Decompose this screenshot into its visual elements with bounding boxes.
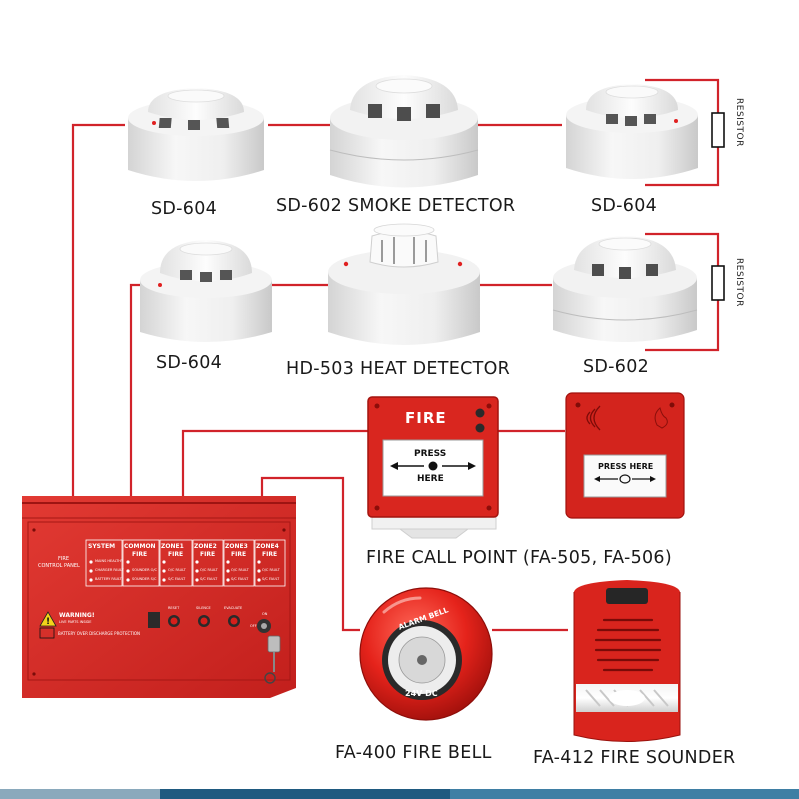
panel-col-zone4: ZONE4 [256, 543, 279, 550]
panel-title-line2: CONTROL PANEL [38, 563, 80, 569]
panel-zone4-row-1: O/C FAULT [262, 568, 280, 572]
panel-col-common: COMMON [124, 543, 156, 550]
label-sd604-mid-left: SD-604 [156, 353, 223, 373]
panel-evacuate-label: EVACUATE [224, 606, 243, 610]
wire-loop-4 [260, 476, 360, 632]
panel-zone1-row-2: S/C FAULT [168, 577, 186, 581]
panel-col-zone3: ZONE3 [225, 543, 248, 550]
panel-warning-title: WARNING! [59, 612, 95, 619]
fire-control-panel: ! [22, 496, 296, 698]
label-fa412-fire-sounder: FA-412 FIRE SOUNDER [533, 748, 736, 768]
resistor-top [711, 112, 725, 148]
wiring [71, 78, 720, 632]
bell-ring-bottom-text: 24V DC [405, 689, 438, 698]
panel-zone3-row-1: O/C FAULT [231, 568, 249, 572]
resistor-label-top: RESISTOR [734, 98, 744, 147]
svg-text:!: ! [46, 617, 50, 627]
sd602-detector-mid-right [552, 236, 698, 342]
fa400-fire-bell [359, 587, 493, 721]
panel-key-off: OFF [250, 624, 257, 628]
callpoint-here-text: HERE [417, 474, 444, 484]
label-sd604-top-right: SD-604 [591, 196, 658, 216]
hd503-heat-detector [328, 223, 480, 345]
fire-call-point-fa505 [367, 396, 499, 539]
panel-key-on: ON [262, 612, 268, 616]
panel-zone2-row-1: O/C FAULT [200, 568, 218, 572]
label-fire-call-point: FIRE CALL POINT (FA-505, FA-506) [366, 548, 672, 568]
resistor-mid [711, 265, 725, 301]
panel-common-row-1: SOUNDER O/C [132, 568, 157, 572]
panel-col-system: SYSTEM [88, 543, 116, 550]
sd604-detector-mid-left [140, 240, 272, 342]
panel-silence-label: SILENCE [196, 606, 211, 610]
panel-title-line1: FIRE [58, 556, 69, 562]
panel-common-row-2: SOUNDER S/C [132, 577, 157, 581]
callpoint-press-text: PRESS [414, 449, 447, 459]
panel-system-row-3: BATTERY FAULT [95, 577, 122, 581]
panel-zone4-row-2: S/C FAULT [262, 577, 280, 581]
panel-col-zone1: ZONE1 [161, 543, 184, 550]
label-sd604-top-left: SD-604 [151, 199, 218, 219]
label-sd602-mid-right: SD-602 [583, 357, 650, 377]
panel-zone2-row-2: S/C FAULT [200, 577, 218, 581]
panel-zone2-fire: FIRE [200, 551, 216, 558]
panel-system-row-2: CHARGER FAULT [95, 568, 124, 572]
panel-zone3-fire: FIRE [231, 551, 247, 558]
panel-zone4-fire: FIRE [262, 551, 278, 558]
panel-battery-text: BATTERY OVER DISCHARGE PROTECTION [58, 631, 141, 636]
fire-call-point-fa506 [565, 392, 685, 519]
callpoint-box-press-here: PRESS HERE [598, 462, 654, 471]
panel-zone3-row-2: S/C FAULT [231, 577, 249, 581]
label-sd602-smoke-detector: SD-602 SMOKE DETECTOR [276, 196, 516, 216]
bottom-strip [0, 789, 799, 799]
panel-col-zone2: ZONE2 [194, 543, 217, 550]
label-fa400-fire-bell: FA-400 FIRE BELL [335, 743, 492, 763]
wire-loop-1 [71, 123, 125, 503]
wire-loop-3 [181, 429, 368, 503]
fa412-fire-sounder [573, 580, 681, 742]
panel-reset-label: RESET [168, 606, 180, 610]
panel-zone1-row-1: O/C FAULT [168, 568, 186, 572]
sd602-smoke-detector [329, 75, 479, 188]
sd604-detector-top-right [566, 84, 698, 179]
label-hd503-heat-detector: HD-503 HEAT DETECTOR [286, 359, 511, 379]
panel-warning-sub: LIVE PARTS INSIDE [59, 620, 92, 624]
panel-common-fire: FIRE [132, 551, 148, 558]
panel-system-row-1: MAINS HEALTHY [95, 559, 124, 563]
wire-loop-2 [129, 283, 143, 503]
sd604-detector-top-left [128, 88, 264, 181]
panel-zone1-fire: FIRE [168, 551, 184, 558]
resistor-label-mid: RESISTOR [734, 258, 744, 307]
callpoint-fire-text: FIRE [405, 409, 447, 427]
